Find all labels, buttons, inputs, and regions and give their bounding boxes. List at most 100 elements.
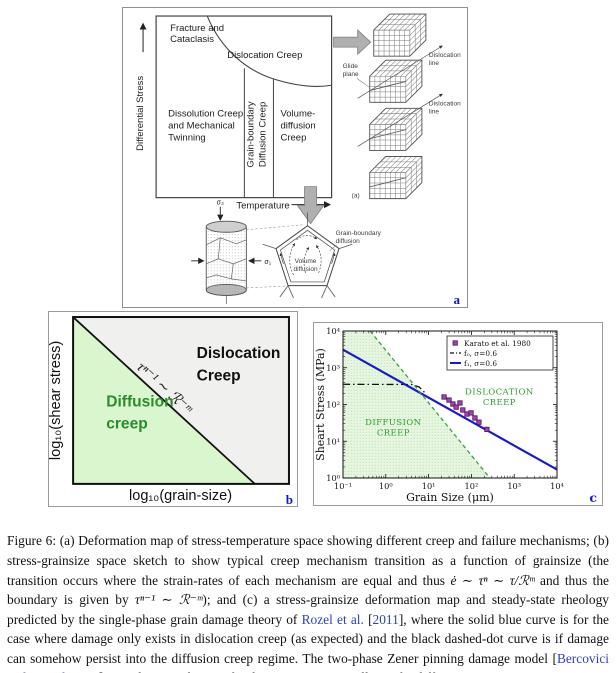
cube-grid-line [385,108,402,125]
region-dissolution-line3: Twinning [168,132,206,143]
x-axis-label: log₁₀(grain-size) [129,488,232,504]
panel-b-sketch: τⁿ⁻¹ ∼ ℛ⁻ᵐ Dislocation Creep Diffusion c… [48,311,298,507]
sigma1-label: σ₁ [264,259,271,266]
lattice-cube [369,107,423,151]
data-point [446,397,452,403]
lattice-cube [369,59,423,103]
cube-grid-line [405,59,423,77]
region-fracture-line2: Cataclasis [170,34,214,45]
region-dissolution-line2: and Mechanical [168,120,235,131]
lattice-cubes-group [369,13,427,200]
citation-link-bercovici-year[interactable]: 2012 [72,670,99,673]
gb-diffusion-label-l1: Grain-boundary [336,230,382,237]
gb-flux-arrow-left [279,252,284,264]
data-point [441,394,447,400]
dislocation-line-label1-l1: Dislocation [429,52,461,59]
caption-math-strainrate: ė ∼ τⁿ ∼ τ/ℛᵐ [450,572,535,588]
fracture-dislocation-boundary-curve [206,15,332,87]
panel-letter-a: a [453,292,460,307]
grain-cylinder-diagram: σ₃ σ₁ [191,200,272,304]
data-point [450,401,456,407]
cube-face [369,107,423,151]
cylinder-top-cap [205,220,247,233]
cube-grid-line [379,156,397,173]
region-grain-boundary-line2: Diffusion Creep [257,102,268,167]
data-point [468,410,474,416]
cube-grid-line [409,19,427,36]
caption-text: Figure 6: (a) Deformation map of stress-… [7,533,609,588]
cube-grid-line [378,13,396,31]
gb-diffusion-pointer [329,244,337,252]
panel-a-svg: Fracture and Cataclasis Dislocation Cree… [135,13,461,307]
cube-grid-line [390,156,407,173]
cube-grid-line [405,80,423,98]
caption-text: ], where the solid blue curve is for the… [7,611,609,666]
y-tick-label: 10⁴ [326,326,340,336]
panel-letter-c: c [589,490,597,505]
y-axis-label: Sheart Stress (MPa) [314,348,327,461]
cube-grid-line [383,13,401,31]
volume-diffusion-label-l2: diffusion [293,266,318,273]
down-block-arrow-icon [296,186,325,225]
citation-link-rozel[interactable]: Rozel et al. [301,611,364,627]
dislocation-line-label1-l2: line [429,60,440,67]
projection-line-bottom [246,285,287,289]
panel-a-deformation-map: Fracture and Cataclasis Dislocation Cree… [122,7,468,308]
cube-grid-line [405,113,423,130]
cube-grid-line [405,166,423,184]
x-tick-label: 10¹ [422,481,436,491]
cube-grid-line [374,156,392,173]
data-point [453,404,459,410]
region-volume-line2: diffusion [280,120,315,131]
cube-grid-line [400,108,417,125]
cube-grid-line [409,34,427,52]
x-tick-label: 10² [465,481,479,491]
region-volume-line1: Volume- [280,108,315,119]
cube-grid-line [395,156,412,173]
region-volume-line3: Creep [280,132,306,143]
y-tick-label: 10³ [326,363,340,373]
dislocation-creep-label-l1: Dislocation [197,345,281,362]
cube-grid-line [369,177,406,188]
cube-grid-line [374,59,392,77]
glide-plane-label-line2: plane [343,71,359,78]
glide-plane-label-line1: Glide [343,63,359,70]
y-tick-label: 10⁰ [326,473,340,483]
gb-flux-arrow-right [331,252,336,264]
cube-grid-line [369,81,406,91]
caption-text: ); and (c) a stress-grainsize deformatio… [7,592,609,627]
legend-entry: f₀, σ=0.6 [464,349,497,358]
pentagon-grain-diagram: Volume diffusion Grain-boundary diffusio… [246,212,382,299]
cube-face [369,59,423,103]
x-tick-label: 10⁴ [550,481,564,491]
projection-line-top [246,224,305,231]
plot-frame [72,316,290,485]
data-point [460,407,466,413]
y-axis-label: Differential Stress [135,76,146,151]
cube-grid-line [390,59,407,77]
cube-grid-line [405,75,423,93]
cube-grid-line [385,156,402,173]
cube-grid-line [400,156,417,173]
cube-grid-line [405,156,423,173]
pentagon-inner-wall [280,229,336,283]
cube-grid-line [379,59,397,77]
legend-entry: Karato et al. 1980 [464,339,531,348]
panel-letter-b: b [286,492,293,506]
region-grain-boundary-line1: Grain-boundary [245,101,256,167]
cube-grid-line [369,129,406,140]
x-axis-label: Temperature [236,201,289,212]
x-axis-label: Grain Size (μm) [406,491,494,504]
citation-link-bercovici[interactable]: Bercovici and Ricard [7,650,609,673]
y-axis-label: log₁₀(shear stress) [49,341,64,460]
citation-link-rozel-year[interactable]: 2011 [372,611,399,627]
legend-entry: f₁, σ=0.6 [464,359,497,368]
x-tick-label: 10⁻¹ [334,481,352,491]
x-tick-label: 10⁰ [379,481,393,491]
dislocation-line-arrow-1 [357,45,443,99]
cube-grid-line [374,108,392,125]
y-tick-label: 10¹ [326,436,340,446]
